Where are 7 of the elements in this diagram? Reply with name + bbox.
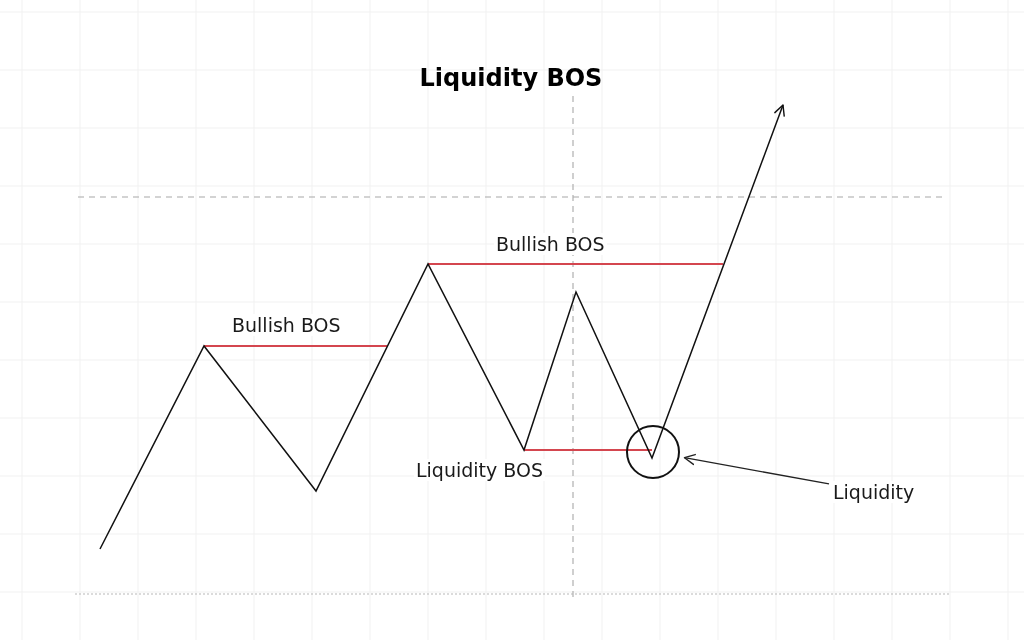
diagram-title: Liquidity BOS [419,63,603,93]
leader-arrow [683,453,830,485]
level-label: Liquidity BOS [414,458,546,482]
level-label: Bullish BOS [494,232,607,256]
highlight-circle [626,425,680,479]
callout-label: Liquidity [831,480,917,504]
level-label: Bullish BOS [230,313,343,337]
